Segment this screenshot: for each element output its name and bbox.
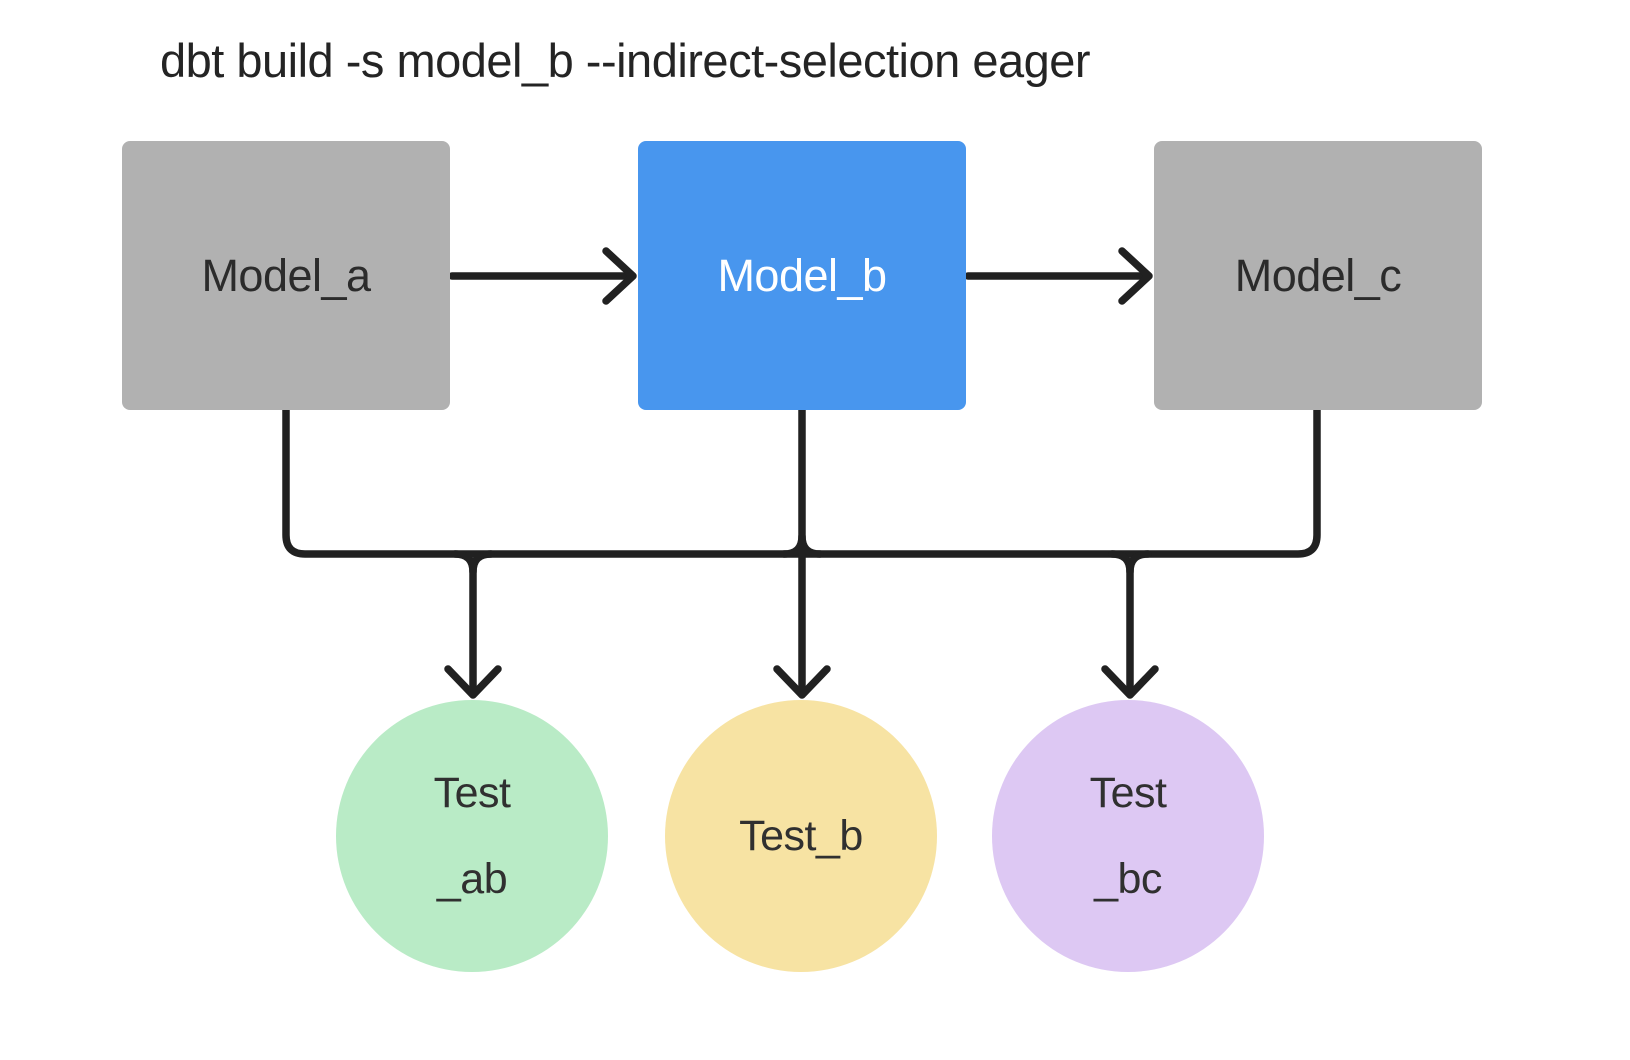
node-model-c: Model_c [1154,141,1482,410]
node-test-b: Test_b [665,700,937,972]
diagram-title: dbt build -s model_b --indirect-selectio… [160,34,1091,87]
node-test-ab-label-line2: _ab [436,855,508,903]
node-test-bc-label-line1: Test [1089,769,1167,817]
arrowhead-model-b-to-model-c [1118,247,1153,305]
node-test-b-label: Test_b [739,812,863,860]
node-test-bc-label-line2: _bc [1094,855,1162,903]
arrowhead-test-b [773,665,831,699]
junction-fillet-model-b [780,532,824,558]
arrowhead-model-a-to-model-b [602,247,637,305]
node-model-b: Model_b [638,141,966,410]
arrowhead-test-bc [1101,665,1159,699]
arrowhead-test-ab [444,665,502,699]
node-model-b-label: Model_b [717,249,887,301]
node-model-a-label: Model_a [201,249,371,301]
node-model-c-label: Model_c [1234,249,1402,301]
node-test-bc: Test _bc [992,700,1264,972]
node-model-a: Model_a [122,141,450,410]
node-test-ab: Test _ab [336,700,608,972]
node-test-ab-label-line1: Test [433,769,511,817]
